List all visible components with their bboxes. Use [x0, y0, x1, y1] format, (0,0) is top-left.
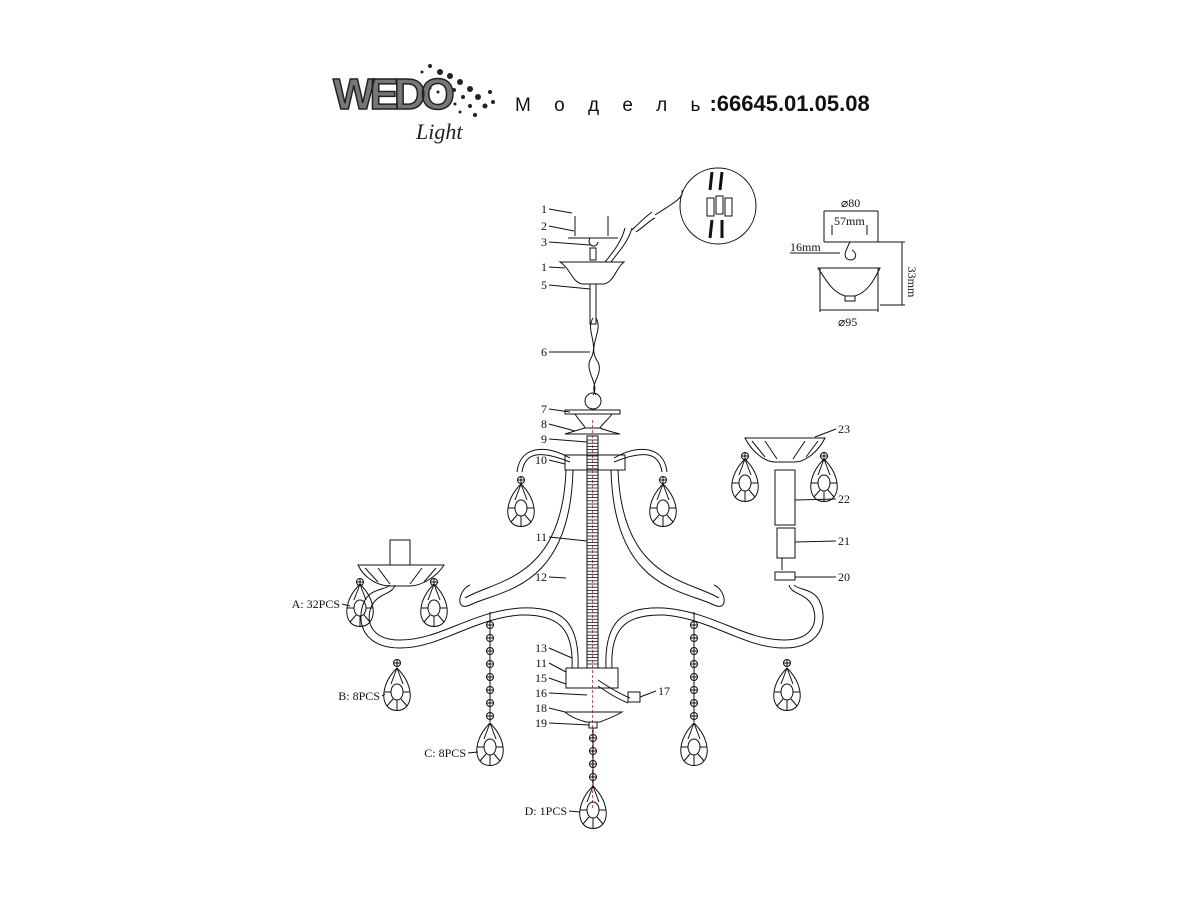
- central-column: [563, 283, 641, 830]
- leader-line: [341, 603, 351, 607]
- leader-line: [794, 498, 837, 501]
- leader-line: [381, 693, 386, 697]
- leader-line: [548, 408, 571, 413]
- ceiling-mount: [558, 167, 757, 285]
- wire-detail: [708, 171, 724, 239]
- logo-text: WEDO: [332, 69, 455, 120]
- dim-bottom-diameter: ⌀95: [838, 315, 857, 329]
- part-label: 10: [535, 453, 547, 467]
- model-title: М о д е л ь:66645.01.05.08: [515, 91, 870, 117]
- part-label: 1: [541, 202, 547, 216]
- part-label: 5: [541, 278, 547, 292]
- logo-swirl-icon: [420, 64, 495, 117]
- logo-subtext: Light: [416, 119, 463, 144]
- leader-line: [548, 722, 590, 726]
- part-label: 17: [658, 684, 670, 698]
- part-label: 6: [541, 345, 547, 359]
- part-label: 7: [541, 402, 547, 416]
- canopy-dimension-drawing: ⌀80 57mm 16mm 33mm ⌀95: [790, 196, 919, 329]
- leader-line: [548, 576, 567, 579]
- column-thread: [587, 439, 598, 665]
- part-label: 18: [535, 701, 547, 715]
- dim-hook-offset: 16mm: [790, 240, 821, 254]
- leader-line: [548, 536, 588, 542]
- arm-right: [606, 449, 823, 766]
- brand-logo: WEDO Light: [330, 62, 500, 144]
- candle-exploded-right: [731, 437, 838, 581]
- crystal-label: A: 32PCS: [292, 597, 340, 611]
- dim-hook-width: 57mm: [834, 214, 865, 228]
- part-label: 16: [535, 686, 547, 700]
- dim-height: 33mm: [905, 267, 919, 298]
- leader-line: [548, 241, 591, 246]
- leader-line: [814, 428, 837, 438]
- leader-line: [639, 690, 657, 698]
- part-label: 3: [541, 235, 547, 249]
- leader-line: [548, 662, 567, 673]
- leader-line: [548, 225, 575, 232]
- candle-cup-left: [346, 539, 448, 628]
- part-label: 8: [541, 417, 547, 431]
- dim-top-diameter: ⌀80: [841, 196, 860, 210]
- part-label: 21: [838, 534, 850, 548]
- part-label: 13: [535, 641, 547, 655]
- part-label: 19: [535, 716, 547, 730]
- leader-line: [568, 810, 581, 813]
- part-label: 23: [838, 422, 850, 436]
- leader-line: [548, 692, 588, 696]
- crystal-label: B: 8PCS: [338, 689, 380, 703]
- leader-line: [794, 540, 837, 543]
- leader-line: [548, 677, 567, 685]
- leader-line: [548, 459, 566, 465]
- crystal-label: D: 1PCS: [525, 804, 567, 818]
- part-label: 9: [541, 432, 547, 446]
- part-label: 22: [838, 492, 850, 506]
- leader-line: [548, 284, 591, 290]
- crystal-label: C: 8PCS: [424, 746, 466, 760]
- leader-lines: [341, 208, 837, 813]
- part-label: 15: [535, 671, 547, 685]
- part-label: 11: [535, 530, 547, 544]
- leader-line: [548, 647, 573, 659]
- leader-line: [467, 751, 479, 754]
- leader-line: [548, 438, 588, 443]
- model-number: :66645.01.05.08: [709, 91, 870, 116]
- leader-line: [548, 208, 573, 214]
- part-label: 12: [535, 570, 547, 584]
- part-label: 20: [838, 570, 850, 584]
- crystal-d: [579, 785, 607, 830]
- part-label: 11: [535, 656, 547, 670]
- leader-line: [548, 266, 566, 269]
- part-label: 1: [541, 260, 547, 274]
- part-labels: 1231567891011121311151618191723222120A: …: [292, 202, 850, 818]
- leader-line: [548, 423, 576, 432]
- part-label: 2: [541, 219, 547, 233]
- model-label: М о д е л ь: [515, 95, 710, 116]
- leader-line: [548, 707, 566, 713]
